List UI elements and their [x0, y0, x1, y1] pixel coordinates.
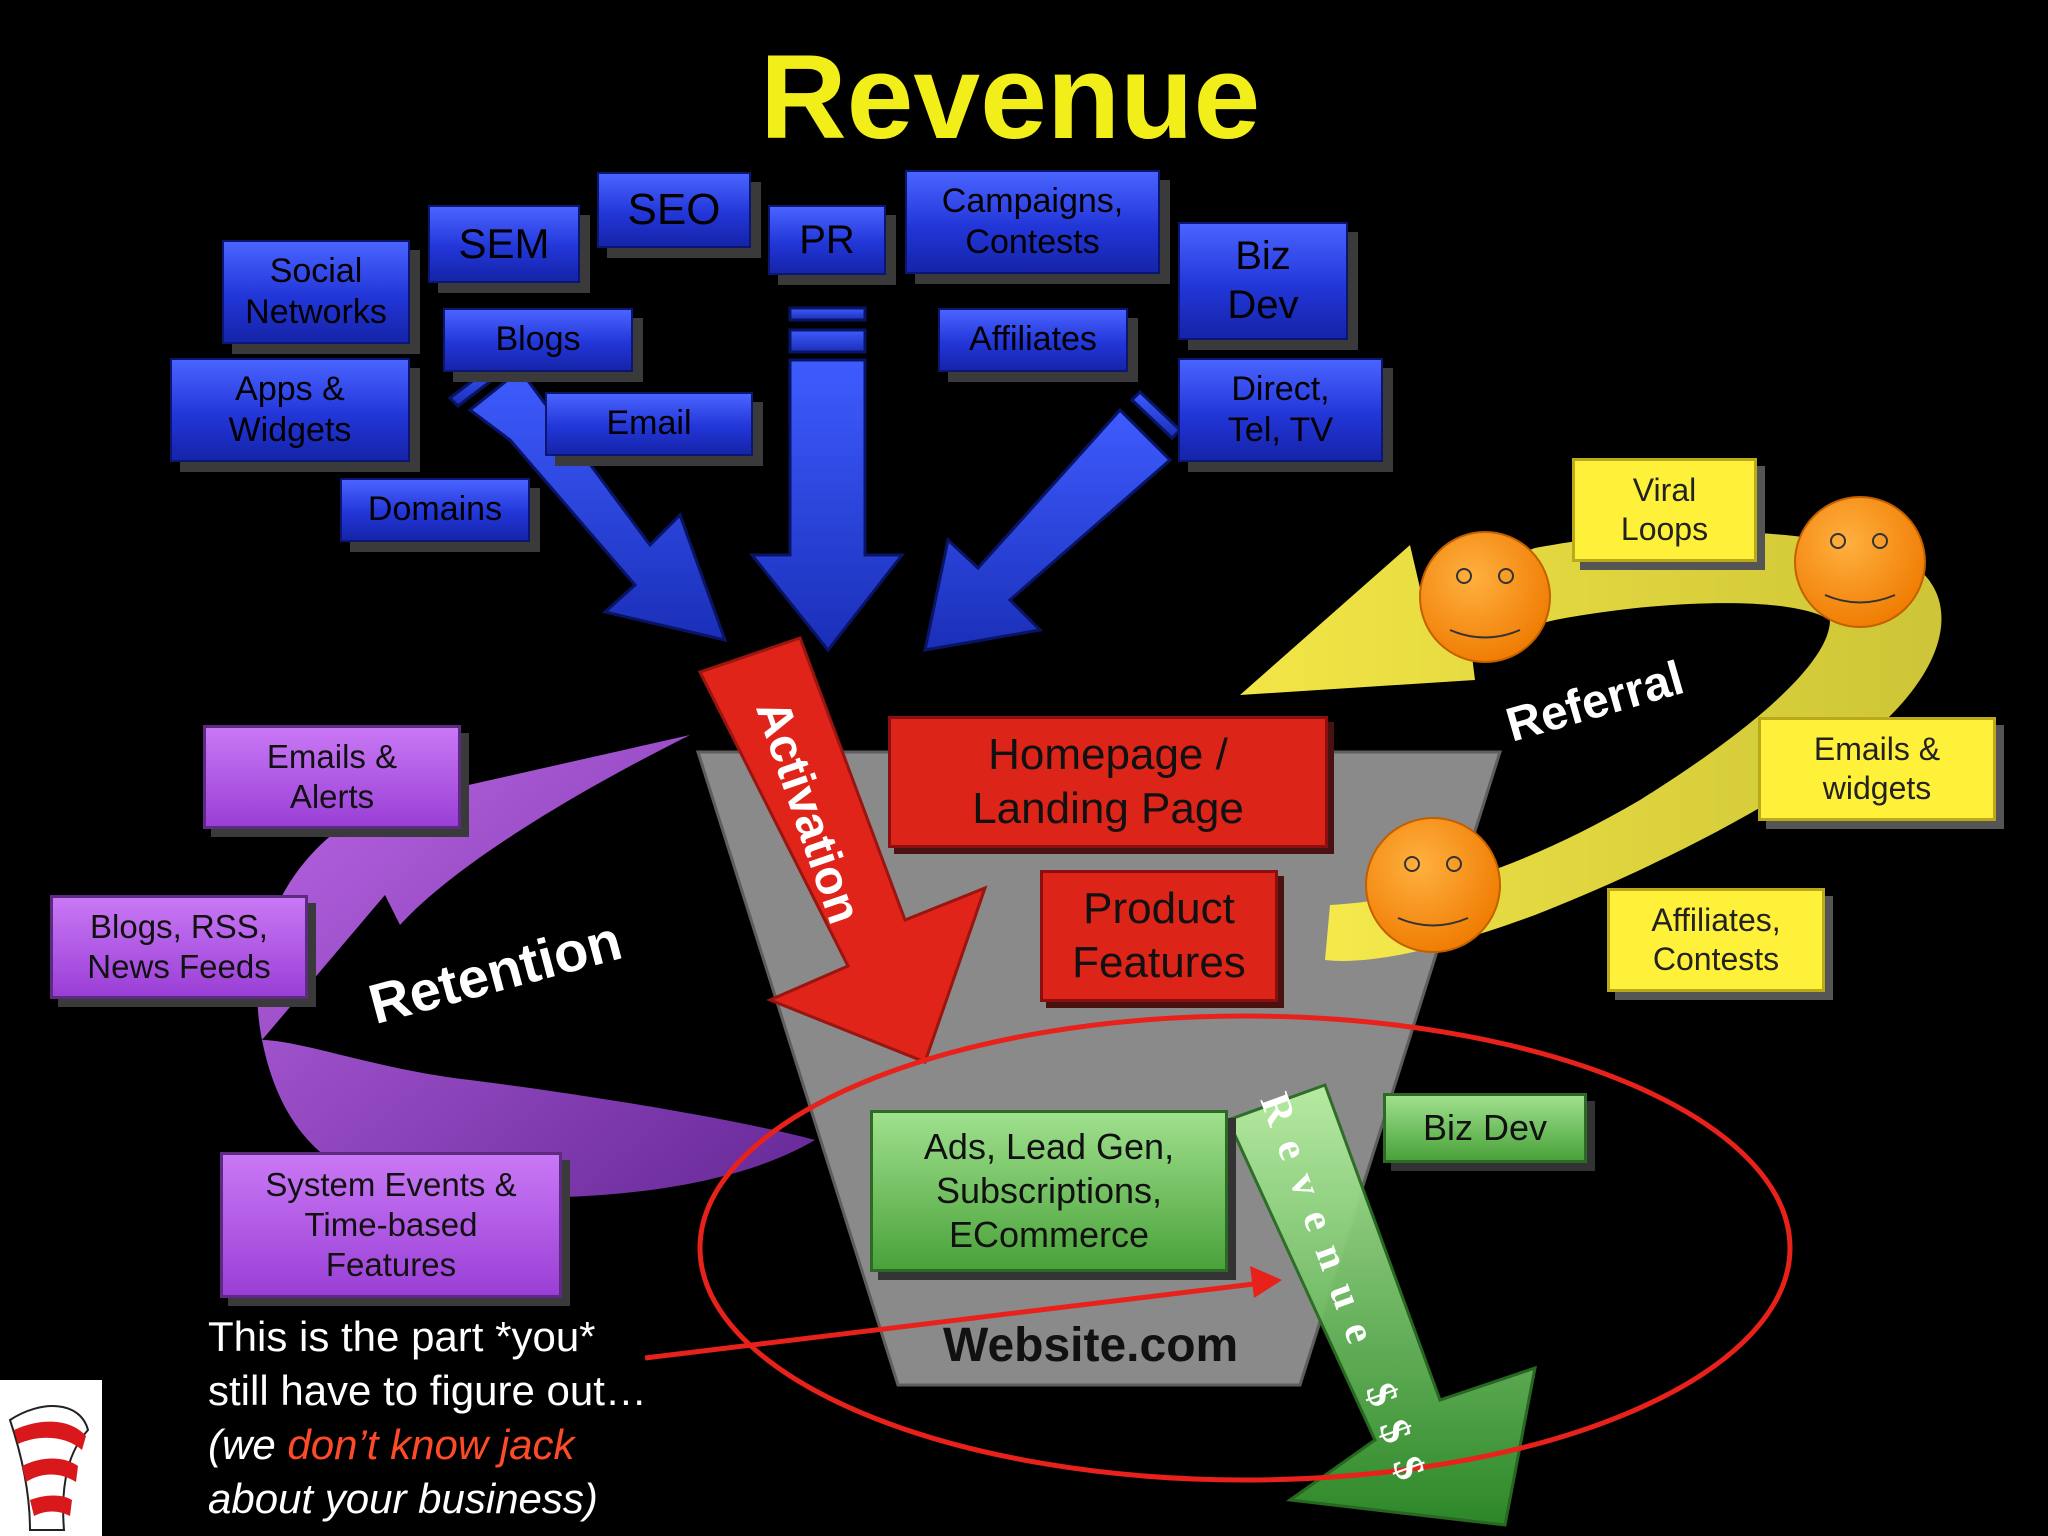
retention-emails-alerts: Emails & Alerts — [203, 725, 461, 829]
smiley-face-1 — [1419, 531, 1551, 663]
channel-biz-dev: Biz Dev — [1178, 222, 1348, 340]
biz-dev-box: Biz Dev — [1383, 1093, 1587, 1163]
product-features: Product Features — [1040, 870, 1278, 1002]
channel-blogs: Blogs — [443, 308, 633, 372]
note-line-3-prefix: (we — [208, 1421, 288, 1468]
pointer-arrow — [644, 1266, 1282, 1361]
retention-system-events: System Events & Time-based Features — [220, 1152, 562, 1298]
note-highlight: don’t know jack — [287, 1421, 575, 1468]
monetization-box: Ads, Lead Gen, Subscriptions, ECommerce — [870, 1110, 1228, 1272]
note-line-3: (we don’t know jack — [208, 1418, 647, 1472]
page-title: Revenue — [760, 30, 1261, 164]
channel-sem: SEM — [428, 205, 580, 283]
channel-social-networks: Social Networks — [222, 240, 410, 344]
note-line-1: This is the part *you* — [208, 1313, 596, 1360]
channel-domains: Domains — [340, 478, 530, 542]
channel-apps-widgets: Apps & Widgets — [170, 358, 410, 462]
note-line-2: still have to figure out… — [208, 1367, 647, 1414]
channel-affiliates: Affiliates — [938, 308, 1128, 372]
referral-emails-widgets: Emails & widgets — [1758, 717, 1996, 821]
channel-pr: PR — [768, 205, 886, 275]
retention-blogs-rss: Blogs, RSS, News Feeds — [50, 895, 308, 999]
referral-viral-loops: Viral Loops — [1572, 458, 1757, 562]
activation-arrow — [697, 636, 988, 1064]
website-label: Website.com — [943, 1319, 1239, 1372]
retention-loop — [257, 735, 816, 1198]
referral-affiliates-contests: Affiliates, Contests — [1607, 888, 1825, 992]
acquisition-arrows — [447, 306, 1183, 653]
note-text: This is the part *you* still have to fig… — [208, 1310, 647, 1526]
channel-seo: SEO — [597, 172, 751, 248]
homepage-landing-page: Homepage / Landing Page — [888, 716, 1328, 848]
referral-loop — [1240, 531, 1942, 961]
highlight-ellipse — [697, 1013, 1793, 1483]
smiley-face-2 — [1794, 496, 1926, 628]
channel-direct-tel-tv: Direct, Tel, TV — [1178, 358, 1383, 462]
cat-in-hat-logo — [0, 1380, 102, 1536]
note-line-4: about your business) — [208, 1475, 598, 1522]
channel-campaigns-contests: Campaigns, Contests — [905, 170, 1160, 274]
smiley-face-3 — [1365, 817, 1501, 953]
channel-email: Email — [545, 392, 753, 456]
